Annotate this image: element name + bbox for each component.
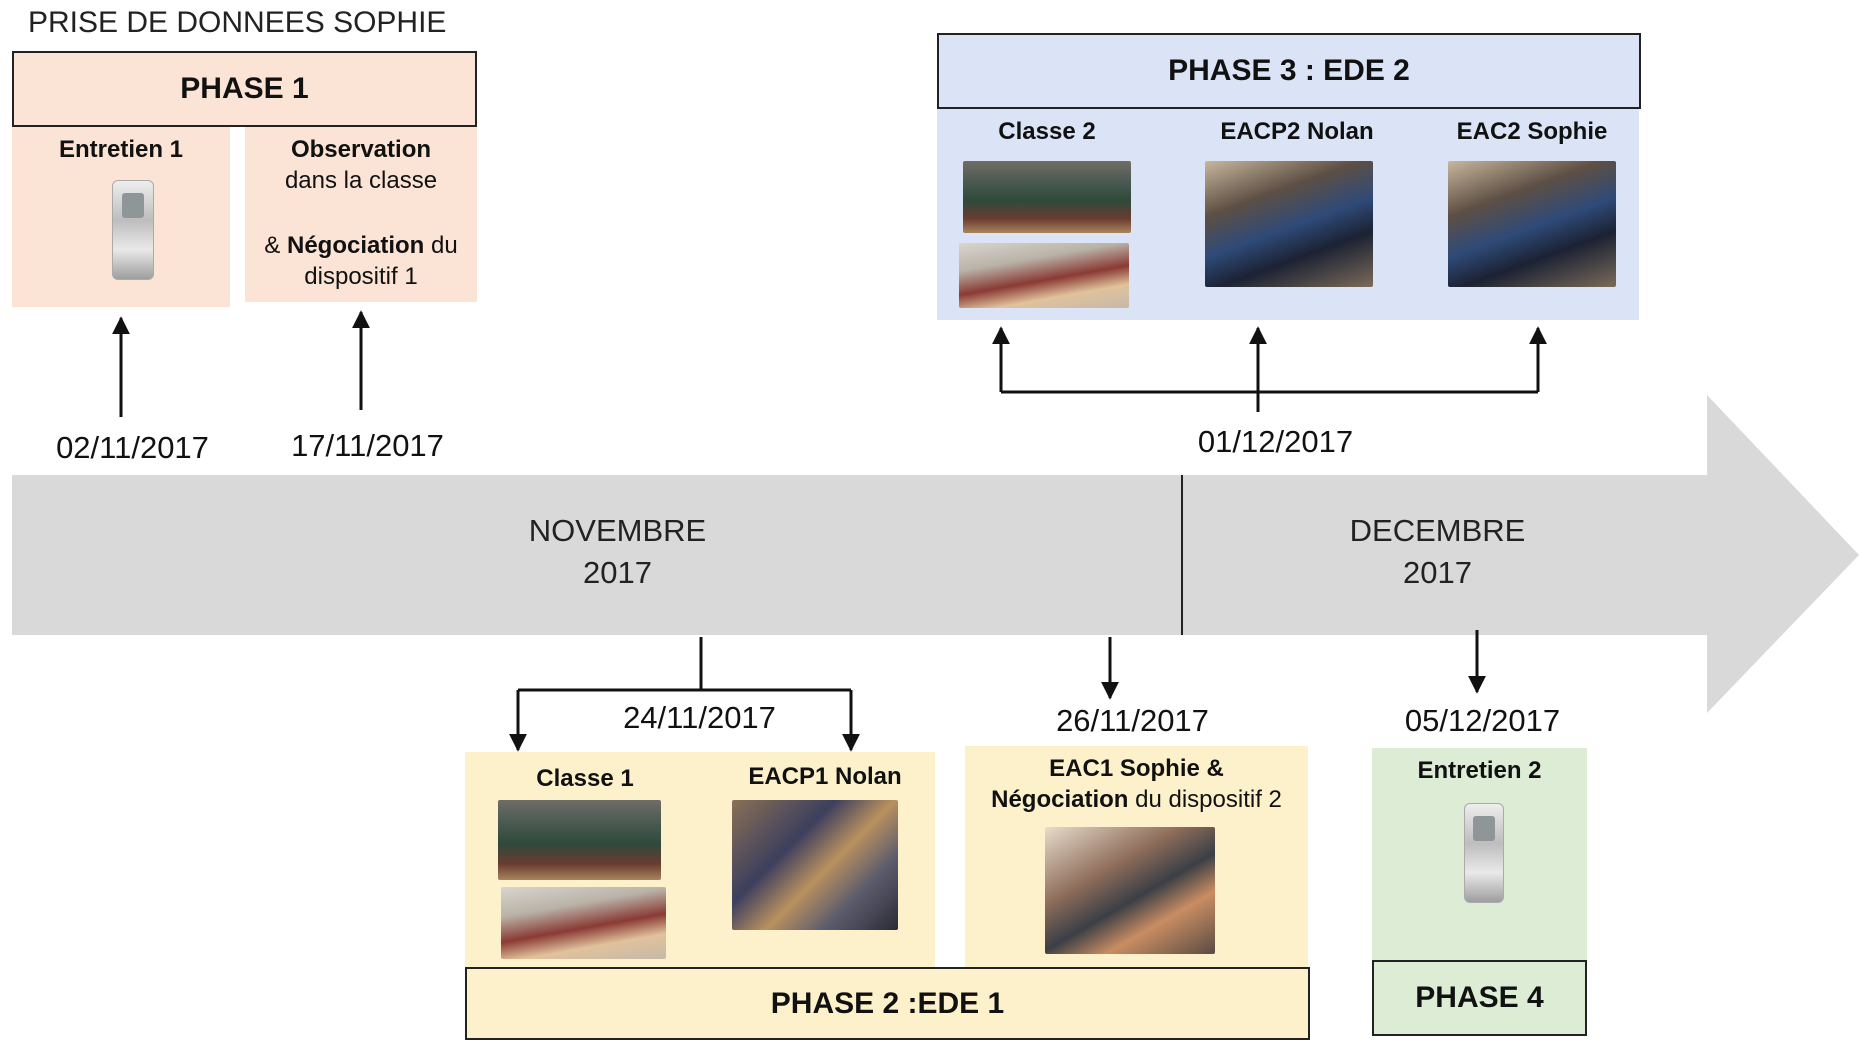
date-24-11-2017: 24/11/2017 [623,700,776,735]
phase2-eac-label: EAC1 Sophie & Négociation du dispositif … [965,754,1308,815]
phase2-eac-bold: Négociation [991,785,1129,813]
phase3-eac-label: EAC2 Sophie [1427,117,1637,148]
phase2-eacp-text: EACP1 Nolan [748,763,902,790]
phase4-header: PHASE 4 [1372,960,1587,1036]
date-02-11-2017: 02/11/2017 [56,430,209,465]
phase2-eacp-label: EACP1 Nolan [725,762,925,793]
month-decembre-name: DECEMBRE [1349,513,1526,548]
phase3-panel: Classe 2 EACP2 Nolan EAC2 Sophie [937,109,1639,320]
phase1-observation-label: Observation dans la classe & Négociation… [245,135,477,293]
phase2-eac-line2: Négociation du dispositif 2 [965,785,1308,816]
phase2-classe-photo-1 [498,800,661,880]
phase2-eac-line1: EAC1 Sophie & [965,754,1308,785]
phase1-entretien-text: Entretien 1 [58,136,184,163]
phase2-classe-text: Classe 1 [536,765,634,792]
phase4-entretien-panel: Entretien 2 [1372,748,1587,960]
phase1-observation-bold: Observation [290,136,432,163]
phase1-negociation-bold: Négociation [286,232,425,260]
date-17-11-2017: 17/11/2017 [291,428,444,463]
date-05-12-2017: 05/12/2017 [1404,703,1561,738]
month-novembre-year: 2017 [583,554,652,590]
date-01-12-2017: 01/12/2017 [1197,424,1354,459]
month-novembre-name: NOVEMBRE [528,513,707,548]
phase3-eacp-text: EACP2 Nolan [1220,118,1374,145]
phase3-classe-text: Classe 2 [998,118,1096,145]
phase1-negociation-prefix: & [264,232,287,260]
phase3-eac-photo [1448,161,1616,287]
month-decembre: DECEMBRE 2017 [1290,510,1585,594]
phase2-classe-label: Classe 1 [495,764,675,795]
phase1-observation-panel: Observation dans la classe & Négociation… [245,127,477,302]
month-decembre-year: 2017 [1403,554,1472,590]
phase3-classe-photo-2 [959,243,1129,308]
voice-recorder-icon [112,180,154,280]
date-26-11-2017: 26/11/2017 [1056,703,1209,738]
phase2-classe-photo-2 [501,887,666,959]
phase3-eacp-photo [1205,161,1373,287]
phase2-header: PHASE 2 :EDE 1 [465,967,1310,1040]
phase1-entretien-label: Entretien 1 [12,135,230,166]
phase2-classe-panel: Classe 1 EACP1 Nolan [465,752,935,967]
phase1-negociation-line2: dispositif 1 [304,263,418,291]
phase1-observation-line2: dans la classe [284,166,438,194]
phase1-entretien-panel: Entretien 1 [12,127,230,307]
phase3-classe-photo-1 [963,161,1131,233]
phase2-eacp-photo [732,800,898,930]
phase4-entretien-label: Entretien 2 [1372,756,1587,787]
phase3-classe-label: Classe 2 [957,117,1137,148]
phase1-negociation-rest: du [424,232,458,260]
diagram-title: PRISE DE DONNEES SOPHIE [28,6,447,39]
phase2-eac-rest: du dispositif 2 [1128,785,1282,813]
phase3-eac-text: EAC2 Sophie [1456,118,1608,145]
phase3-header: PHASE 3 : EDE 2 [937,33,1641,109]
phase2-eac-photo [1045,827,1215,954]
voice-recorder-icon [1464,803,1504,903]
phase2-eac-panel: EAC1 Sophie & Négociation du dispositif … [965,746,1308,967]
phase1-observation-line1: Observation [245,135,477,166]
phase2-eac-line1-text: EAC1 Sophie & [1049,755,1224,782]
phase3-eacp-label: EACP2 Nolan [1187,117,1407,148]
phase1-header: PHASE 1 [12,51,477,127]
month-novembre: NOVEMBRE 2017 [470,510,765,594]
timeline-arrow-shape [12,395,1859,713]
phase4-entretien-text: Entretien 2 [1417,757,1542,784]
phase1-negociation-line1: & Négociation du [245,231,477,262]
